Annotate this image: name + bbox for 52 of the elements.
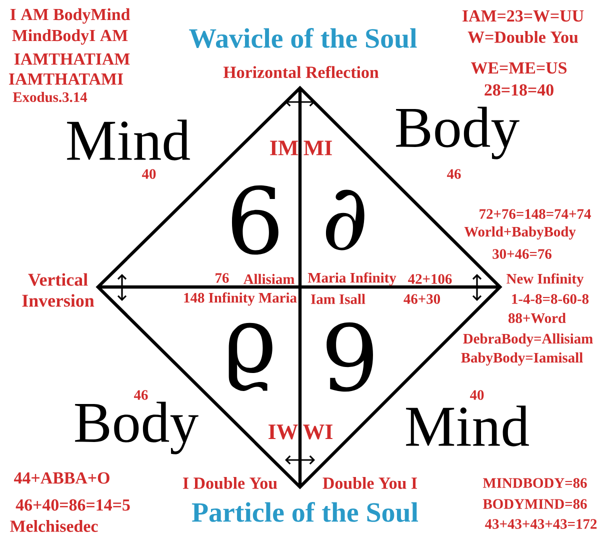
glyph: ∂ (326, 190, 364, 250)
axis-label: Vertical Inversion (22, 273, 94, 307)
equation-text: 30+46=76 (492, 249, 552, 259)
glyph: ϱ (228, 322, 272, 391)
caption: Particle of the Soul (192, 502, 418, 522)
number-label: 46 (446, 169, 461, 179)
axis-label: Horizontal Reflection (223, 66, 379, 78)
text-line: I AM BodyMind (10, 8, 130, 24)
number-label: 40 (470, 390, 484, 400)
equation-text: BODYMIND=86 (482, 499, 587, 509)
equation-text: 42+106 (408, 274, 452, 284)
word-label: Mind (67, 120, 190, 160)
quadrant-label: IW (268, 424, 298, 440)
text-line: Exodus.3.14 (12, 92, 88, 102)
equation-text: 44+ABBA+O (14, 472, 110, 484)
text-line: Allisiam (243, 274, 294, 284)
glyph: 6 (232, 185, 278, 255)
text-line: Melchisedec (10, 520, 98, 532)
equation-text: 43+43+43+43=172 (485, 519, 597, 529)
quadrant-label: WI (303, 424, 332, 440)
text-line: W=Double You (468, 31, 578, 43)
number-label: 76 (216, 273, 229, 283)
text-line: World+BabyBody (464, 226, 576, 240)
text-line: 148 Infinity Maria (184, 292, 297, 306)
equation-text: 28=18=40 (484, 84, 554, 96)
equation-text: MINDBODY=86 (482, 478, 587, 488)
text-line: MindBodyI AM (12, 29, 128, 45)
quadrant-label: IM (270, 140, 298, 156)
title: Wavicle of the Soul (189, 28, 417, 48)
equation-text: 1-4-8=8-60-8 (512, 294, 589, 304)
equation-text: 46+40=86=14=5 (16, 499, 130, 511)
equation-text: WE=ME=US (471, 62, 567, 74)
text-line: Double You I (322, 477, 417, 489)
text-line: IAMTHATAMI (9, 73, 123, 85)
word-label: Mind (406, 406, 529, 446)
quadrant-label: MI (304, 140, 332, 156)
equation-text: DebraBody=Allisiam (463, 333, 593, 347)
equation-text: 46+30 (404, 294, 440, 304)
number-label: 40 (142, 169, 156, 179)
text-line: Maria Infinity (308, 272, 396, 286)
glyph: 9 (326, 322, 373, 392)
equation-text: IAM=23=W=UU (462, 10, 584, 22)
text-line: I Double You (183, 477, 278, 489)
word-label: Body (75, 402, 198, 454)
text-line: Iam Isall (311, 294, 366, 304)
equation-text: 72+76=148=74+74 (480, 209, 591, 219)
word-label: Body (396, 106, 520, 160)
text-line: IAMTHATIAM (14, 53, 130, 65)
equation-text: BabyBody=Iamisall (461, 352, 583, 366)
number-label: 46 (134, 390, 148, 400)
equation-text: 88+Word (508, 312, 566, 324)
text-line: New Infinity (506, 273, 584, 287)
